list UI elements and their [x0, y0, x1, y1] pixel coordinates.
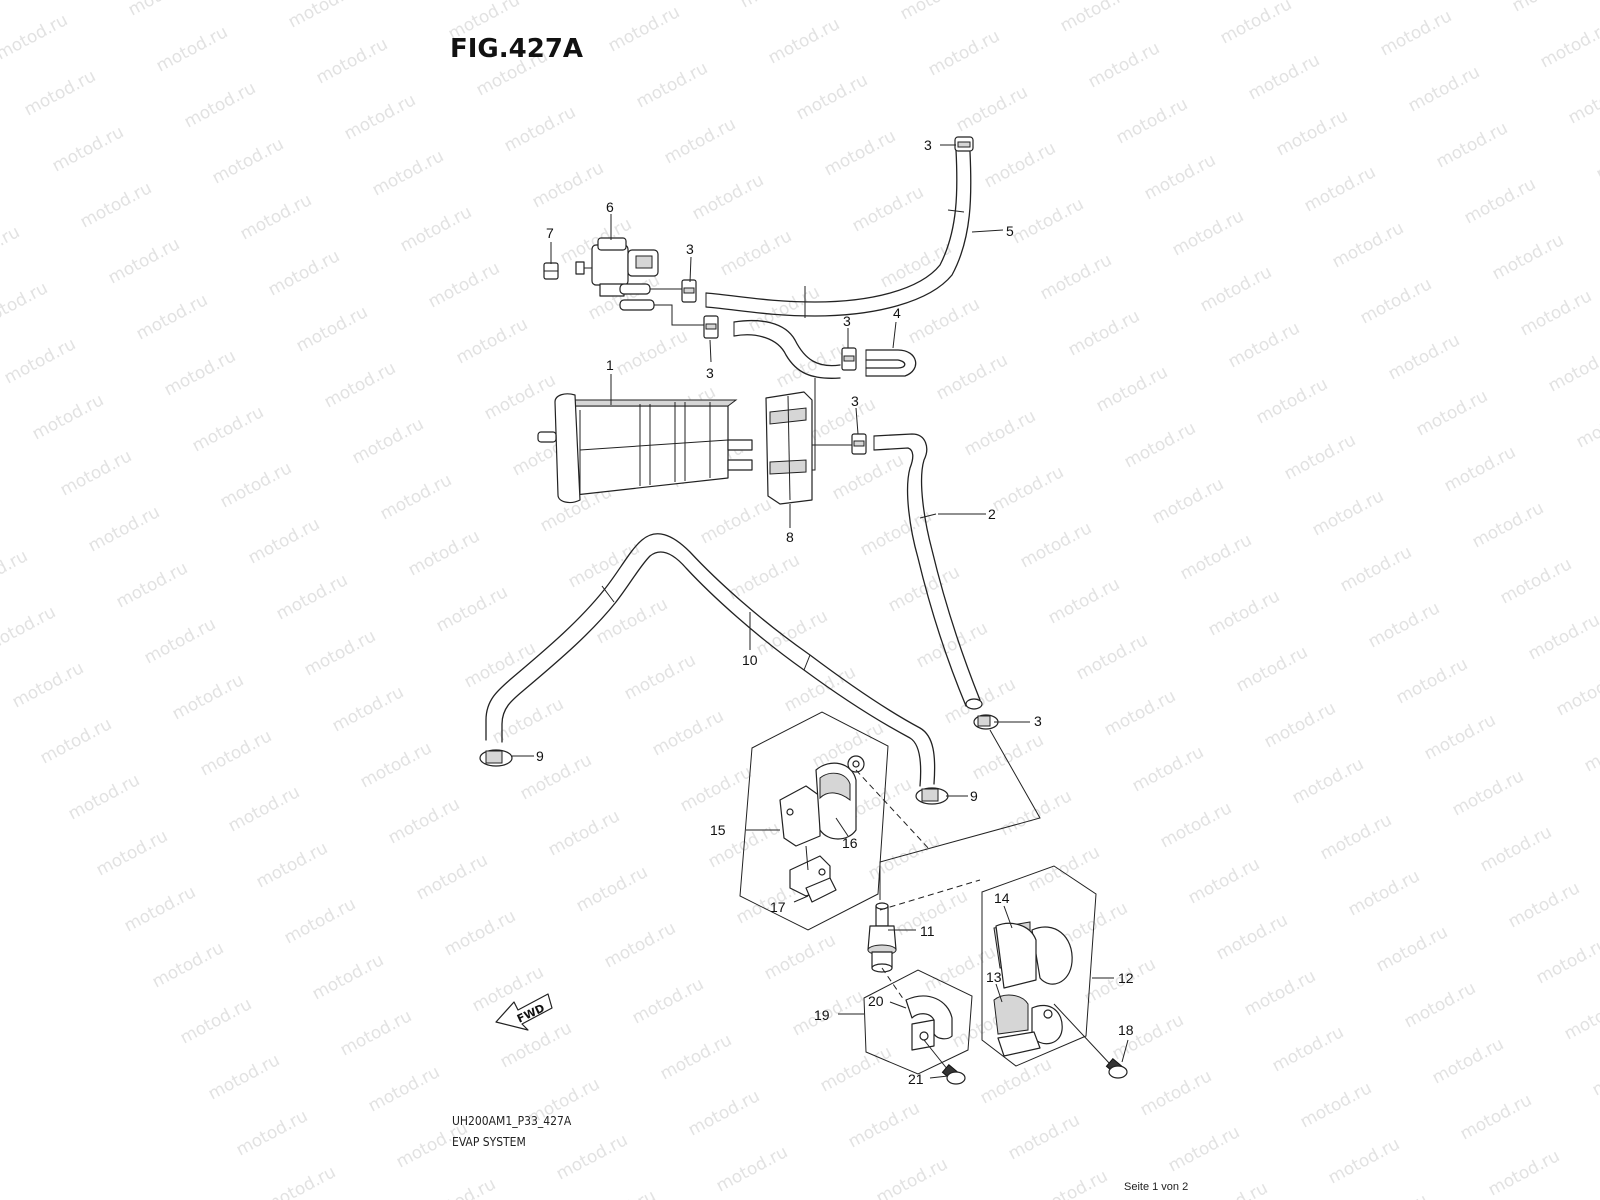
clamp-top: [954, 136, 974, 152]
callout-labels: 3 5 6 7 3 3 3 4 1 3 2 8 10 3 9 9 15 16 1…: [536, 137, 1134, 1087]
purge-valve: [575, 237, 659, 311]
pipe-fitting-11: [867, 902, 897, 973]
callout-21: 21: [908, 1071, 924, 1087]
bracket-12: [1031, 926, 1073, 1045]
canister: [537, 393, 753, 504]
callout-13: 13: [986, 969, 1002, 985]
hose-10: [485, 533, 936, 787]
clamp-9-right: [915, 787, 949, 805]
clamp-canister-side: [851, 433, 867, 455]
callout-3-valve-lower: 3: [706, 365, 714, 381]
clamp-hose4: [841, 347, 857, 371]
forward-arrow: FWD: [495, 993, 553, 1031]
callout-14: 14: [994, 890, 1010, 906]
callout-12: 12: [1118, 970, 1134, 986]
bracket-20: [905, 995, 953, 1051]
hose-4: [733, 319, 917, 379]
callout-6: 6: [606, 199, 614, 215]
callout-15: 15: [710, 822, 726, 838]
bolt-21: [923, 1039, 966, 1085]
callout-5: 5: [1006, 223, 1014, 239]
callout-3-valve-upper: 3: [686, 241, 694, 257]
clip-14: [993, 921, 1037, 989]
page-count: Seite 1 von 2: [1124, 1181, 1189, 1193]
callout-3-hose4: 3: [843, 313, 851, 329]
figure-title: FIG.427A: [450, 34, 584, 64]
diagram-code: UH200AM1_P33_427A: [452, 1114, 572, 1128]
hose-5: [705, 149, 972, 318]
clip-17: [805, 877, 837, 903]
callout-19: 19: [814, 1007, 830, 1023]
bracket-group-left: [739, 711, 889, 931]
bracket-group-bottom: [863, 969, 973, 1075]
callout-8: 8: [786, 529, 794, 545]
callout-7: 7: [546, 225, 554, 241]
clip-13: [993, 994, 1041, 1057]
callout-9-right: 9: [970, 788, 978, 804]
callout-20: 20: [868, 993, 884, 1009]
callout-2: 2: [988, 506, 996, 522]
callout-3-canister: 3: [851, 393, 859, 409]
bolt-18: [1053, 1003, 1128, 1079]
nut-7: [543, 262, 559, 280]
callout-17: 17: [770, 899, 786, 915]
callout-9-left: 9: [536, 748, 544, 764]
callout-3-hose2: 3: [1034, 713, 1042, 729]
callout-4: 4: [893, 305, 901, 321]
clamp-valve-lower: [703, 315, 719, 339]
callout-18: 18: [1118, 1022, 1134, 1038]
clamp-9-left: [479, 749, 513, 767]
callout-10: 10: [742, 652, 758, 668]
callout-3-top: 3: [924, 137, 932, 153]
clamp-valve-upper: [681, 279, 697, 303]
callout-1: 1: [606, 357, 614, 373]
clip-16: [815, 755, 865, 840]
bracket-group-right: [981, 865, 1097, 1067]
hose-2: [873, 433, 983, 710]
diagram-caption: EVAP SYSTEM: [452, 1135, 526, 1149]
callout-16: 16: [842, 835, 858, 851]
leader-lines: [512, 144, 1129, 1079]
canister-bracket: [765, 391, 813, 505]
callout-11: 11: [920, 923, 935, 939]
